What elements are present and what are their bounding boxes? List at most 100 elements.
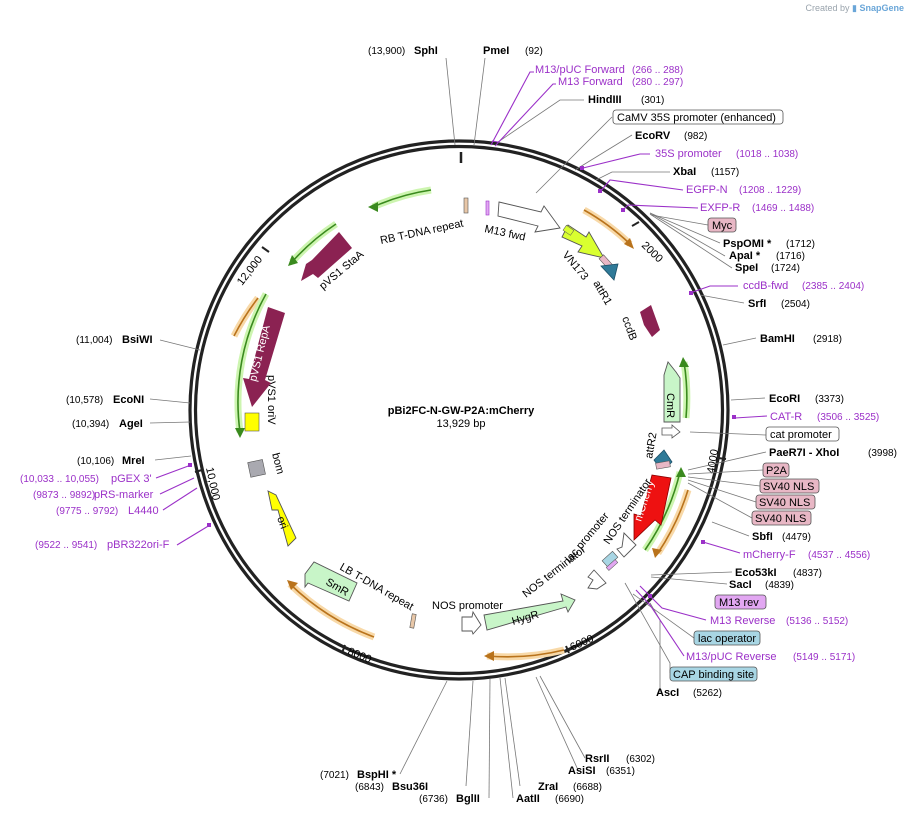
primer-egfp-n-name: EGFP-N (686, 184, 728, 196)
tick-label-4000: 4000 (705, 448, 721, 474)
primer-pgex3-name: pGEX 3' (111, 473, 152, 485)
primer-marks (155, 71, 768, 657)
primer-l4440-pos: (9775 .. 9792) (56, 506, 118, 517)
orf-arrowheads (235, 202, 689, 661)
restriction-sites: (13,900) SphI PmeI (92) HindIII (301) Ec… (66, 45, 897, 805)
leader-bsu36i (465, 680, 474, 787)
orf-head-2 (288, 255, 298, 266)
lac-operator-box-label: lac operator (698, 633, 756, 645)
site-sbfi-name: SbfI (752, 531, 773, 543)
primer-mark-m13 (491, 140, 499, 143)
plasmid-size: 13,929 bp (437, 418, 486, 430)
site-apai-name: ApaI * (729, 250, 761, 262)
nos-terminator-lower-label: NOS terminator (520, 544, 588, 601)
leader-pmei (473, 57, 486, 146)
pvs1-oriv-label: pVS1 oriV (265, 375, 277, 425)
camv-box-label: CaMV 35S promoter (enhanced) (617, 112, 776, 124)
primer-m13puc-forward-pos: (266 .. 288) (632, 65, 683, 76)
ccdb-arrow (640, 305, 660, 337)
site-bsu36i-pos: (6843) (355, 782, 384, 793)
site-spei-name: SpeI (735, 262, 758, 274)
site-paer7i-xhoi-name: PaeR7I - XhoI (769, 447, 839, 459)
leader-sv40-1 (687, 476, 761, 487)
site-saci-pos: (4839) (765, 580, 794, 591)
site-srfi-name: SrfI (748, 298, 766, 310)
leader-hindiii (497, 99, 584, 143)
bom-box (247, 459, 266, 478)
site-agei-name: AgeI (119, 418, 143, 430)
site-econi-pos: (10,578) (66, 395, 103, 406)
leader-aatii (499, 677, 514, 799)
primer-l4440-name: L4440 (128, 505, 159, 517)
site-pmei-name: PmeI (483, 45, 509, 57)
site-xbai-pos: (1157) (711, 167, 739, 178)
site-rsrii-pos: (6302) (626, 754, 655, 765)
primer-egfp-n-pos: (1208 .. 1229) (739, 185, 801, 196)
site-hindiii-name: HindIII (588, 94, 622, 106)
cmr-arrow (663, 361, 681, 423)
site-aatii-name: AatII (516, 793, 540, 805)
leader-cap (624, 582, 671, 673)
myc-box-label: Myc (712, 220, 733, 232)
primer-line-m13puc-forward (490, 71, 534, 146)
primer-line-m13-forward (494, 83, 556, 147)
sv40-nls-box-3-label: SV40 NLS (755, 513, 806, 525)
cat-promoter-arrow (661, 424, 681, 439)
myc-box (707, 217, 737, 233)
snapgene-logo-icon: ▮ (852, 3, 857, 13)
site-bsphi-pos: (7021) (320, 770, 349, 781)
cap-binding-site-box-label: CAP binding site (673, 669, 754, 681)
site-hindiii-pos: (301) (641, 95, 664, 106)
site-rsrii-name: RsrII (585, 753, 609, 765)
orf-head-7 (484, 651, 494, 661)
orf-arrow-smr-orange-core (289, 583, 375, 638)
m13-fwd-mark (485, 200, 490, 216)
site-sphi-name: SphI (414, 45, 438, 57)
camv-box (612, 109, 784, 125)
primer-m13-reverse-pos: (5136 .. 5152) (786, 616, 848, 627)
sv40-nls-box-2-label: SV40 NLS (759, 497, 810, 509)
primer-35s-pos: (1018 .. 1038) (736, 149, 798, 160)
leader-ecorv (574, 134, 633, 171)
leader-xhoi (687, 451, 767, 471)
site-bsiwi-pos: (11,004) (76, 335, 113, 346)
primer-m13-forward-pos: (280 .. 297) (632, 77, 683, 88)
plasmid-name: pBi2FC-N-GW-P2A:mCherry (388, 405, 535, 417)
ori-label: ori (274, 515, 289, 531)
sv40-nls-box-1-label: SV40 NLS (763, 481, 814, 493)
rb-tdna-repeat-mark (463, 197, 469, 214)
primer-pgex3-pos: (10,033 .. 10,055) (20, 474, 99, 485)
leader-bsiwi (159, 339, 201, 351)
orf-head-1 (368, 202, 378, 212)
primer-tick-pbr (207, 523, 211, 527)
sv40-nls-box-2 (755, 494, 816, 510)
backbone-inner-circle (193, 144, 725, 676)
site-eco53ki-pos: (4837) (793, 568, 822, 579)
credit-prefix: Created by (805, 3, 850, 13)
site-zrai-pos: (6688) (573, 782, 602, 793)
vn173-arrow (561, 224, 605, 259)
leader-bamhi (722, 337, 757, 346)
primer-m13-reverse-name: M13 Reverse (710, 615, 775, 627)
orf-arrow-top-left-green (371, 186, 432, 211)
site-aatii-pos: (6690) (555, 794, 584, 805)
leader-zrai (504, 677, 521, 787)
primer-tick-cat-r (732, 415, 736, 419)
smr-arrow (304, 561, 358, 602)
site-srfi-pos: (2504) (781, 299, 810, 310)
leader-apai (649, 212, 726, 257)
site-sphi-pos: (13,900) (368, 46, 405, 57)
primer-pbr322ori-f-name: pBR322ori-F (107, 539, 170, 551)
primer-tick-pgex (188, 463, 192, 467)
leader-mrei (154, 455, 192, 461)
primer-labels: M13/pUC Forward (266 .. 288) M13 Forward… (20, 64, 879, 663)
attr1-label: attR1 (590, 279, 614, 308)
leader-bsphi (399, 680, 448, 775)
leader-p2a (687, 469, 764, 475)
leader-cat-promoter (689, 431, 767, 436)
nos-terminator-upper-arrow (616, 532, 637, 558)
leader-agei (149, 421, 191, 424)
vn173-mark (562, 224, 575, 236)
primer-prs-marker-name: pRS-marker (94, 489, 154, 501)
site-econi-name: EcoNI (113, 394, 144, 406)
